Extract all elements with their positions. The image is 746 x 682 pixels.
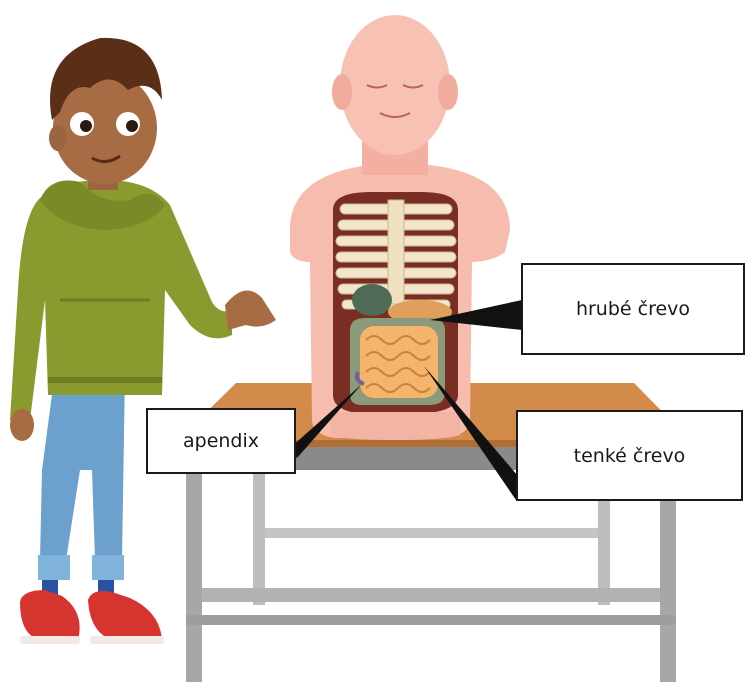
table-crossbar [186,615,676,625]
boy-shoe [88,591,162,642]
boy-character [10,38,276,644]
label-appendix: apendix [146,408,296,474]
boy-shoe [20,590,80,640]
table-crossbar [202,588,660,602]
table-crossbar [265,528,598,538]
stomach [352,284,392,316]
boy-jeans [40,372,125,560]
anatomy-model [290,15,510,440]
boy-hand [225,290,276,330]
boy-hand [10,409,34,441]
label-large-intestine: hrubé črevo [521,263,745,355]
model-hips [330,412,460,440]
label-small-intestine: tenké črevo [516,410,743,501]
model-head [340,15,450,155]
table-leg [186,460,202,682]
